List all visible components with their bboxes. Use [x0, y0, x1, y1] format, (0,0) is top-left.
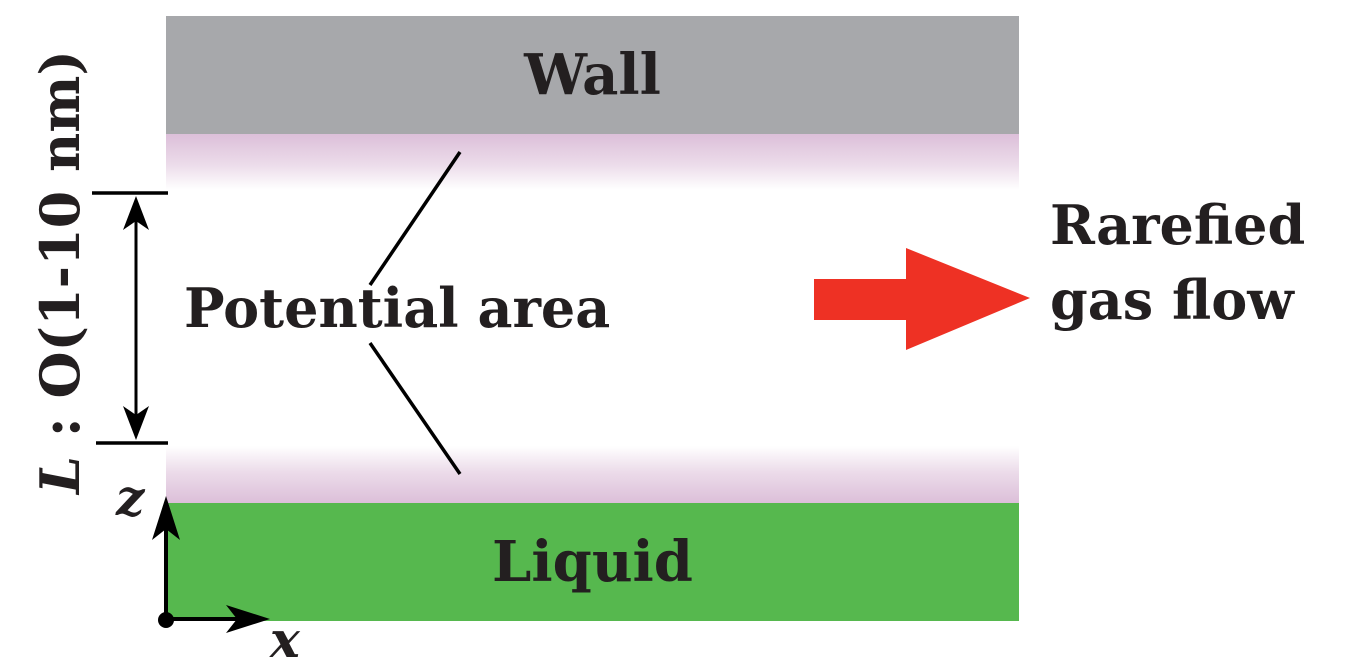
- gas-flow-label-line2: gas flow: [1050, 268, 1294, 332]
- liquid-label: Liquid: [492, 529, 693, 595]
- x-axis-label: x: [270, 610, 300, 669]
- gas-flow-label-line1: Rarefied: [1050, 193, 1306, 257]
- leader-line-bottom: [368, 342, 462, 475]
- potential-area-top: [166, 134, 1019, 190]
- wall-region: [166, 16, 1019, 134]
- z-axis-label: z: [116, 468, 145, 527]
- leader-line-top: [368, 151, 462, 286]
- liquid-region: [166, 503, 1019, 621]
- potential-area-label: Potential area: [184, 276, 611, 340]
- wall-label: Wall: [524, 42, 661, 108]
- gas-flow-arrow: [814, 248, 1030, 350]
- length-symbol: L: [28, 456, 92, 494]
- gas-flow-label: Rarefied gas flow: [1050, 188, 1305, 338]
- length-dimension-arrow: [92, 191, 168, 445]
- potential-area-bottom: [166, 446, 1019, 503]
- coordinate-axes: [152, 496, 270, 633]
- length-scale-text: : O(1-10 nm): [28, 50, 92, 457]
